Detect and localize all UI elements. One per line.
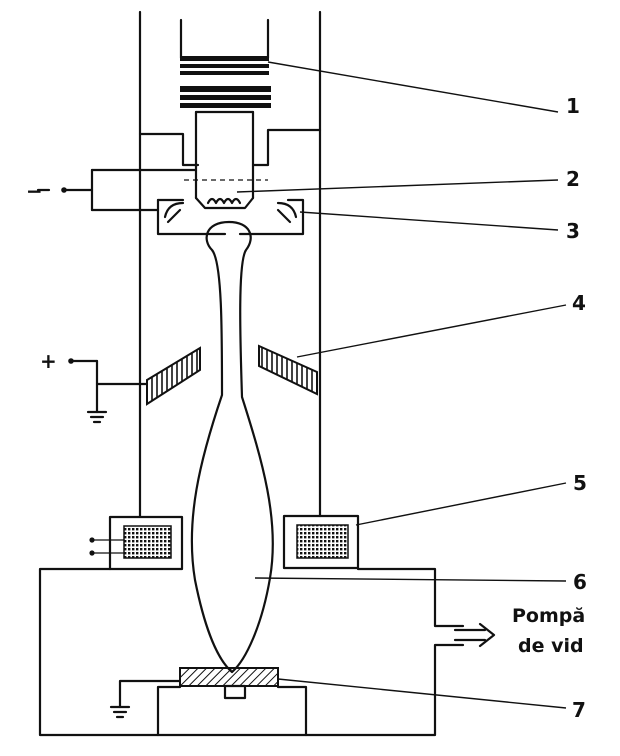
label-5: 5 (573, 471, 587, 495)
label-7: 7 (572, 698, 586, 722)
pump-arrow-icon (453, 622, 496, 648)
label-2: 2 (566, 167, 580, 191)
label-1: 1 (566, 94, 580, 118)
focusing-coil-right (282, 514, 360, 570)
positive-terminal (68, 358, 149, 424)
callout-leaders (236, 61, 567, 709)
negative-sign: − (26, 179, 43, 203)
label-4: 4 (572, 291, 586, 315)
label-3: 3 (566, 219, 580, 243)
pump-label-line1: Pompă (512, 605, 585, 627)
callout-labels: 1 2 3 4 5 6 7 (566, 94, 587, 722)
label-6: 6 (573, 570, 587, 594)
filament (206, 197, 242, 205)
cathode-body (138, 110, 322, 210)
workpiece (109, 667, 308, 737)
vacuum-chamber (38, 567, 465, 737)
positive-sign: + (40, 349, 57, 373)
column-walls (138, 10, 322, 518)
pump-label-line2: de vid (518, 635, 584, 657)
anode (146, 344, 318, 406)
electron-beam (190, 220, 274, 674)
negative-terminal (36, 168, 198, 212)
wehnelt-electrode (156, 198, 305, 236)
focusing-coil-left (89, 515, 184, 571)
cathode-coil (179, 18, 271, 108)
